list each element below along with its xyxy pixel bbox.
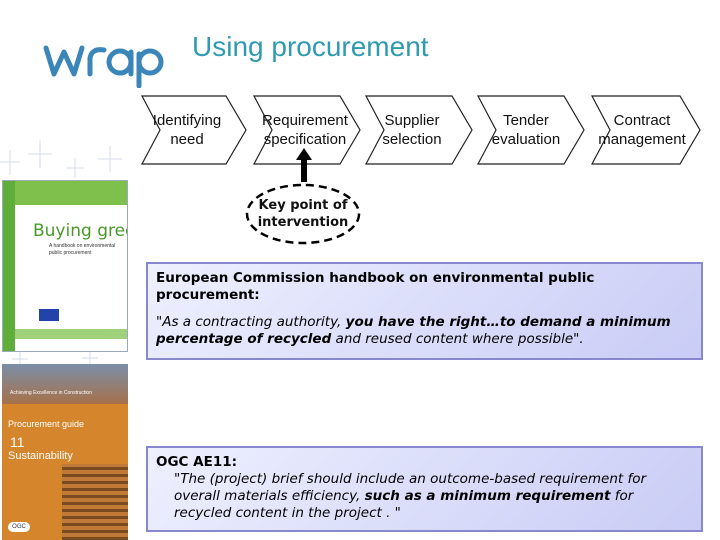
- step-contract-management: Contract management: [590, 94, 702, 166]
- up-arrow-icon: [296, 148, 312, 182]
- ec-quote-plain-2: and reused content where possible".: [331, 331, 584, 347]
- chevron-shape: [141, 95, 247, 165]
- eu-flag-icon: [39, 309, 59, 321]
- guide-number: 11: [10, 434, 25, 450]
- ogc-logo: OGC: [8, 522, 30, 532]
- page-title: Using procurement: [192, 31, 429, 62]
- chevron-shape: [591, 95, 701, 165]
- key-point-oval: [245, 183, 361, 245]
- guide-title: Sustainability: [8, 450, 73, 462]
- ogc-quote-plain-1: "The (project) brief should include an o…: [174, 471, 647, 504]
- ec-quote-bold: you have the right…to demand a minimum p…: [156, 314, 671, 347]
- sparkle-background: [0, 140, 122, 366]
- ogc-ae11-box: OGC AE11: "The (project) brief should in…: [146, 446, 703, 532]
- step-supplier-selection: Supplier selection: [364, 94, 474, 166]
- chevron-shape: [253, 95, 361, 165]
- ogc-heading: OGC AE11:: [156, 454, 238, 470]
- step-requirement-specification: Requirement specification: [252, 94, 362, 166]
- buying-green-subtitle: A handbook on environmental public procu…: [49, 243, 116, 256]
- ogc-quote-bold: such as a minimum requirement: [364, 488, 611, 504]
- procurement-guide-cover: Achieving Excellence in Construction Pro…: [2, 364, 128, 540]
- buying-green-cover: Buying green! A handbook on environmenta…: [2, 180, 128, 352]
- guide-header: Achieving Excellence in Construction: [10, 390, 92, 396]
- step-identifying-need: Identifying need: [140, 94, 248, 166]
- step-tender-evaluation: Tender evaluation: [476, 94, 586, 166]
- ec-quote-plain-1: "As a contracting authority,: [156, 314, 346, 330]
- step-label: Requirement specification: [262, 112, 348, 148]
- step-label: Identifying need: [152, 112, 222, 148]
- step-label: Contract management: [598, 112, 686, 148]
- ogc-quote-plain-2: for recycled content in the project . ": [174, 488, 634, 521]
- chevron-shape: [477, 95, 585, 165]
- step-label: Tender evaluation: [491, 112, 561, 148]
- guide-series: Procurement guide: [8, 419, 85, 429]
- ec-handbook-box: European Commission handbook on environm…: [146, 262, 703, 360]
- buying-green-title: Buying green!: [33, 221, 127, 241]
- ec-heading: European Commission handbook on environm…: [156, 270, 595, 303]
- wrap-logo: wrap: [43, 45, 164, 88]
- chevron-shape: [365, 95, 473, 165]
- step-label: Supplier selection: [382, 112, 442, 148]
- key-point-label: Key point of intervention: [257, 198, 349, 230]
